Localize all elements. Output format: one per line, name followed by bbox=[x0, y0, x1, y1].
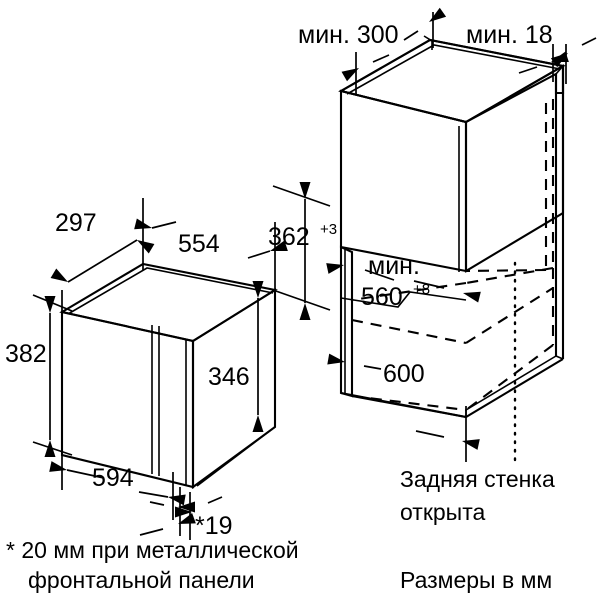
dim-362-tolerance: +3 bbox=[320, 221, 337, 238]
dim-600-label: 600 bbox=[383, 360, 425, 388]
back-wall-note-line2: открыта bbox=[400, 499, 485, 525]
dimension-19: *19 bbox=[139, 487, 233, 540]
dimension-600: 600 bbox=[327, 330, 480, 462]
units-note: Размеры в мм bbox=[400, 567, 552, 593]
right-cabinet-body bbox=[338, 35, 566, 419]
dimension-382: 382 bbox=[5, 294, 73, 457]
dim-min-300-label: мин. 300 bbox=[298, 21, 399, 49]
dim-19-label: *19 bbox=[195, 512, 233, 540]
dimension-min-18: мин. 18 bbox=[466, 21, 597, 84]
dimension-min-300: мин. 300 bbox=[298, 7, 447, 94]
dim-min-560-tolerance: +8 bbox=[413, 281, 430, 298]
dim-min-18-label: мин. 18 bbox=[466, 21, 553, 49]
left-appliance-body bbox=[59, 262, 278, 490]
dimension-297: 297 bbox=[50, 198, 177, 318]
dim-min-560-label: 560 bbox=[361, 283, 403, 311]
footnote-line2: фронтальной панели bbox=[28, 567, 255, 593]
dimension-362: 362 +3 bbox=[268, 182, 337, 320]
dimension-346: 346 bbox=[208, 281, 264, 432]
dim-382-label: 382 bbox=[5, 340, 47, 368]
dimension-554: 554 bbox=[178, 222, 288, 295]
dim-297-label: 297 bbox=[55, 209, 97, 237]
dimension-min-560: мин. 560 +8 bbox=[326, 252, 481, 311]
dim-346-label: 346 bbox=[208, 363, 250, 391]
dim-min-560-prefix: мин. bbox=[368, 252, 420, 280]
footnote-line1: * 20 мм при металлической bbox=[6, 537, 299, 563]
dimension-594: 594 bbox=[49, 438, 186, 520]
dim-594-label: 594 bbox=[92, 464, 134, 492]
dim-362-label: 362 bbox=[268, 223, 310, 251]
back-wall-note-line1: Задняя стенка bbox=[400, 466, 555, 492]
dim-554-label: 554 bbox=[178, 230, 220, 258]
